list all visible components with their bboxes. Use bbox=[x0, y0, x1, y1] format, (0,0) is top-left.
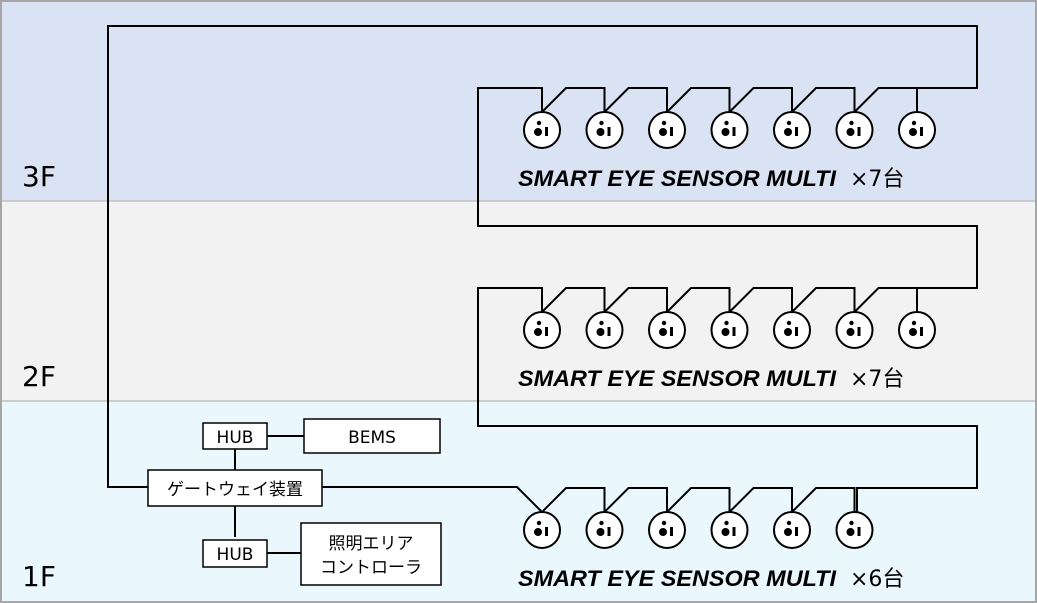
caption-3f-name: SMART EYE SENSOR MULTI bbox=[518, 166, 837, 191]
caption-2f-count: ×7台 bbox=[850, 367, 904, 392]
hub-top: HUB bbox=[202, 422, 268, 450]
smart-eye-sensor-icon bbox=[773, 311, 811, 349]
lighting-controller-box: 照明エリア コントローラ bbox=[300, 522, 442, 586]
smart-eye-sensor-icon bbox=[898, 111, 936, 149]
smart-eye-sensor-icon bbox=[648, 511, 686, 549]
caption-1f: SMART EYE SENSOR MULTI ×6台 bbox=[518, 566, 904, 592]
smart-eye-sensor-icon bbox=[585, 511, 624, 549]
sensor-link bbox=[666, 287, 731, 313]
smart-eye-sensor-icon bbox=[585, 311, 624, 349]
sensor-link bbox=[791, 487, 856, 513]
sensor-link bbox=[603, 487, 668, 513]
sensor-link bbox=[728, 287, 793, 313]
smart-eye-sensor-icon bbox=[835, 511, 874, 549]
floor-2f-band bbox=[1, 201, 1036, 401]
hub-bottom-label: HUB bbox=[217, 545, 254, 565]
sensor-link bbox=[541, 87, 606, 113]
smart-eye-sensor-icon bbox=[835, 111, 874, 149]
hub-top-label: HUB bbox=[217, 428, 254, 448]
sensor-link bbox=[791, 287, 856, 313]
smart-eye-sensor-icon bbox=[773, 111, 811, 149]
hub-bottom: HUB bbox=[202, 539, 268, 568]
sensor-link bbox=[541, 287, 606, 313]
smart-eye-sensor-icon bbox=[648, 111, 686, 149]
sensor-link bbox=[603, 287, 668, 313]
caption-1f-count: ×6台 bbox=[850, 567, 904, 592]
sensor-link bbox=[853, 87, 918, 113]
smart-eye-sensor-icon bbox=[523, 311, 561, 349]
gateway-box: ゲートウェイ装置 bbox=[147, 469, 323, 507]
lighting-controller-label-line1: 照明エリア bbox=[329, 534, 414, 554]
smart-eye-sensor-icon bbox=[835, 311, 874, 349]
sensor-link bbox=[728, 487, 793, 513]
caption-2f: SMART EYE SENSOR MULTI ×7台 bbox=[518, 366, 904, 392]
sensor-link bbox=[791, 87, 856, 113]
sensor-row-1f bbox=[523, 511, 874, 549]
caption-3f: SMART EYE SENSOR MULTI ×7台 bbox=[518, 166, 904, 192]
caption-3f-count: ×7台 bbox=[850, 167, 904, 192]
smart-eye-sensor-icon bbox=[523, 511, 561, 549]
caption-1f-name: SMART EYE SENSOR MULTI bbox=[518, 566, 837, 591]
smart-eye-sensor-icon bbox=[523, 111, 561, 149]
smart-eye-sensor-icon bbox=[710, 111, 749, 149]
floor-label-2f: 2F bbox=[22, 360, 56, 393]
floor-label-1f: 1F bbox=[22, 560, 56, 593]
sensor-link bbox=[666, 87, 731, 113]
smart-eye-sensor-icon bbox=[648, 311, 686, 349]
gateway-label: ゲートウェイ装置 bbox=[167, 480, 303, 500]
smart-eye-sensor-icon bbox=[773, 511, 811, 549]
caption-2f-name: SMART EYE SENSOR MULTI bbox=[518, 366, 837, 391]
sensor-link bbox=[541, 487, 606, 513]
lighting-controller-label-line2: コントローラ bbox=[320, 558, 422, 578]
sensor-daisy-chain bbox=[541, 87, 918, 513]
sensor-link bbox=[728, 87, 793, 113]
bems-box: BEMS bbox=[303, 418, 441, 454]
sensor-groups bbox=[523, 111, 936, 549]
smart-eye-sensor-icon bbox=[710, 311, 749, 349]
smart-eye-sensor-icon bbox=[898, 311, 936, 349]
smart-eye-sensor-icon bbox=[585, 111, 624, 149]
bems-label: BEMS bbox=[348, 428, 396, 448]
floor-3f-band bbox=[1, 1, 1036, 201]
sensor-link bbox=[603, 87, 668, 113]
sensor-link bbox=[853, 287, 918, 313]
sensor-link bbox=[666, 487, 731, 513]
sensor-row-3f bbox=[523, 111, 936, 149]
floor-label-3f: 3F bbox=[22, 160, 56, 193]
sensor-row-2f bbox=[523, 311, 936, 349]
smart-eye-sensor-icon bbox=[710, 511, 749, 549]
